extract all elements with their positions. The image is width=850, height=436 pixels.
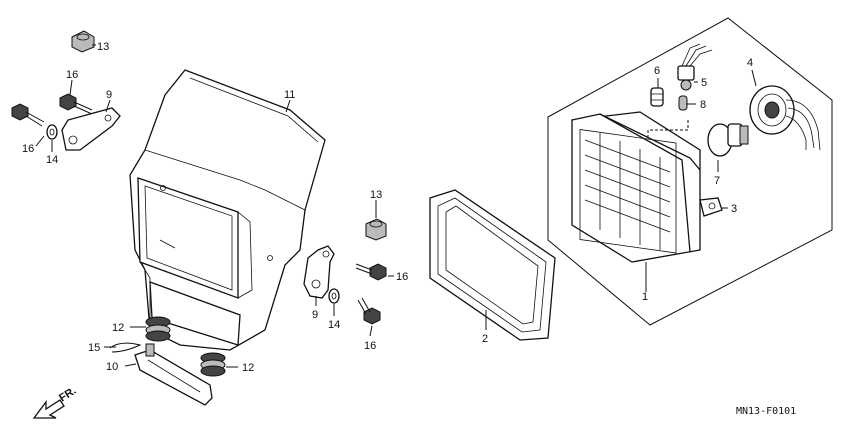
label-7: 7 — [714, 175, 720, 187]
label-11: 11 — [284, 89, 295, 101]
position-bulb — [650, 87, 664, 107]
label-6: 6 — [654, 65, 660, 77]
washer-middle — [328, 288, 340, 304]
lower-stay-plate — [134, 343, 213, 406]
dust-cover — [749, 85, 821, 151]
headlight-rim — [429, 189, 556, 341]
label-1: 1 — [642, 291, 648, 303]
headlight-case-outline — [547, 17, 833, 326]
grommet-left — [145, 316, 171, 342]
label-14-left: 14 — [46, 154, 58, 166]
bulb-socket — [677, 43, 713, 91]
headlight-unit — [571, 111, 723, 263]
small-bulb — [678, 95, 688, 111]
label-9-right: 9 — [312, 309, 318, 321]
label-13-middle: 13 — [370, 189, 382, 201]
diagram-code: MN13-F0101 — [736, 406, 796, 417]
clip — [109, 342, 142, 353]
label-12-left: 12 — [112, 322, 124, 334]
label-15: 15 — [88, 342, 100, 354]
label-16-middle: 16 — [396, 271, 408, 283]
label-2: 2 — [482, 333, 488, 345]
nut-middle — [365, 218, 387, 241]
bracket-left — [61, 107, 121, 151]
label-8: 8 — [700, 99, 706, 111]
bolt-middle — [355, 263, 387, 281]
front-direction-indicator: FR. — [32, 385, 79, 419]
leader-lines — [35, 44, 757, 368]
label-12-right: 12 — [242, 362, 254, 374]
washer-left — [46, 124, 58, 140]
label-9-left: 9 — [106, 89, 112, 101]
label-4: 4 — [747, 57, 753, 69]
headlight-bulb — [707, 123, 749, 157]
bolt-upper — [59, 93, 93, 115]
grommet-right — [200, 352, 226, 377]
bolt-lower — [357, 297, 381, 325]
headlight-cowl — [129, 69, 326, 351]
label-13-upper: 13 — [97, 41, 109, 53]
label-5: 5 — [701, 77, 707, 89]
bracket-right — [303, 245, 335, 299]
label-16-left: 16 — [22, 143, 34, 155]
front-arrow-icon — [32, 399, 65, 419]
label-10: 10 — [106, 361, 118, 373]
label-14-middle: 14 — [328, 319, 340, 331]
label-16-upper: 16 — [66, 69, 78, 81]
nut-upper — [71, 30, 95, 53]
label-16-lower: 16 — [364, 340, 376, 352]
label-3: 3 — [731, 203, 737, 215]
bolt-left — [11, 103, 45, 127]
